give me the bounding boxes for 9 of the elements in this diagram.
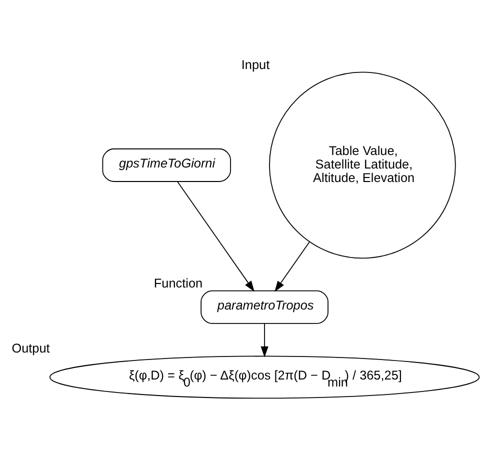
node-box: parametroTropos [200, 290, 328, 324]
node-label: Input [241, 58, 270, 72]
node-circle: Table Value, Satellite Latitude, Altitude, Elevation [269, 72, 456, 259]
node-box: gpsTimeToGiorni [102, 148, 231, 182]
arrow [177, 181, 254, 292]
node-label: Function [154, 276, 203, 290]
arrow [260, 323, 268, 358]
node-label: Output [12, 342, 50, 356]
arrow [274, 241, 310, 292]
